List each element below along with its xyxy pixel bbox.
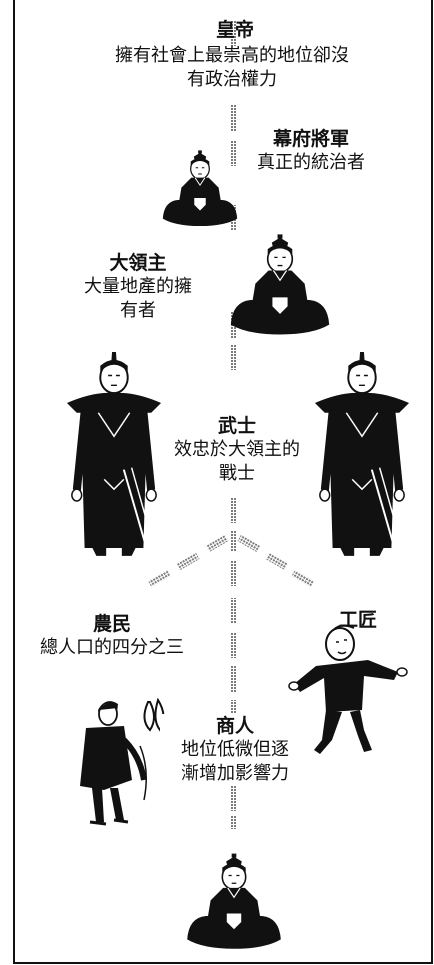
merchants-title: 商人 bbox=[215, 715, 254, 737]
peasant-figure bbox=[80, 697, 165, 826]
merchants-description: 地位低微但逐 漸增加影響力 bbox=[181, 739, 289, 784]
emperor-title: 皇帝 bbox=[215, 19, 254, 41]
peasants-description: 總人口的四分之三 bbox=[40, 637, 184, 658]
shogun-title: 幕府將軍 bbox=[272, 128, 349, 150]
emperor-description: 擁有社會上最崇高的地位卻沒 有政治權力 bbox=[115, 45, 349, 90]
daimyo-title: 大領主 bbox=[109, 252, 167, 274]
artisan-figure bbox=[288, 624, 408, 754]
daimyo-label: 大領主 大量地產的擁 有者 bbox=[72, 251, 204, 323]
samurai-left-figure bbox=[65, 351, 163, 557]
shogun-description: 真正的統治者 bbox=[257, 152, 365, 173]
branch-line-right bbox=[237, 534, 315, 587]
merchant-figure bbox=[186, 852, 282, 950]
emperor-label: 皇帝 bbox=[150, 18, 320, 42]
samurai-description: 效忠於大領主的 戰士 bbox=[174, 439, 300, 484]
shogun-figure bbox=[162, 149, 238, 227]
daimyo-figure bbox=[229, 233, 331, 336]
branch-line-left bbox=[147, 534, 229, 587]
diagram-frame bbox=[13, 0, 433, 964]
daimyo-description: 大量地產的擁 有者 bbox=[84, 276, 192, 321]
merchants-label: 商人 地位低微但逐 漸增加影響力 bbox=[160, 714, 310, 786]
peasants-title: 農民 bbox=[92, 613, 131, 635]
samurai-label: 武士 效忠於大領主的 戰士 bbox=[162, 414, 312, 486]
peasants-label: 農民 總人口的四分之三 bbox=[18, 612, 206, 660]
samurai-title: 武士 bbox=[217, 415, 256, 437]
emperor-description-block: 擁有社會上最崇高的地位卻沒 有政治權力 bbox=[104, 44, 360, 92]
artisans-title: 工匠 bbox=[338, 609, 377, 631]
samurai-right-figure bbox=[313, 351, 411, 557]
shogun-label: 幕府將軍 真正的統治者 bbox=[246, 127, 376, 175]
artisans-label: 工匠 bbox=[318, 608, 398, 632]
